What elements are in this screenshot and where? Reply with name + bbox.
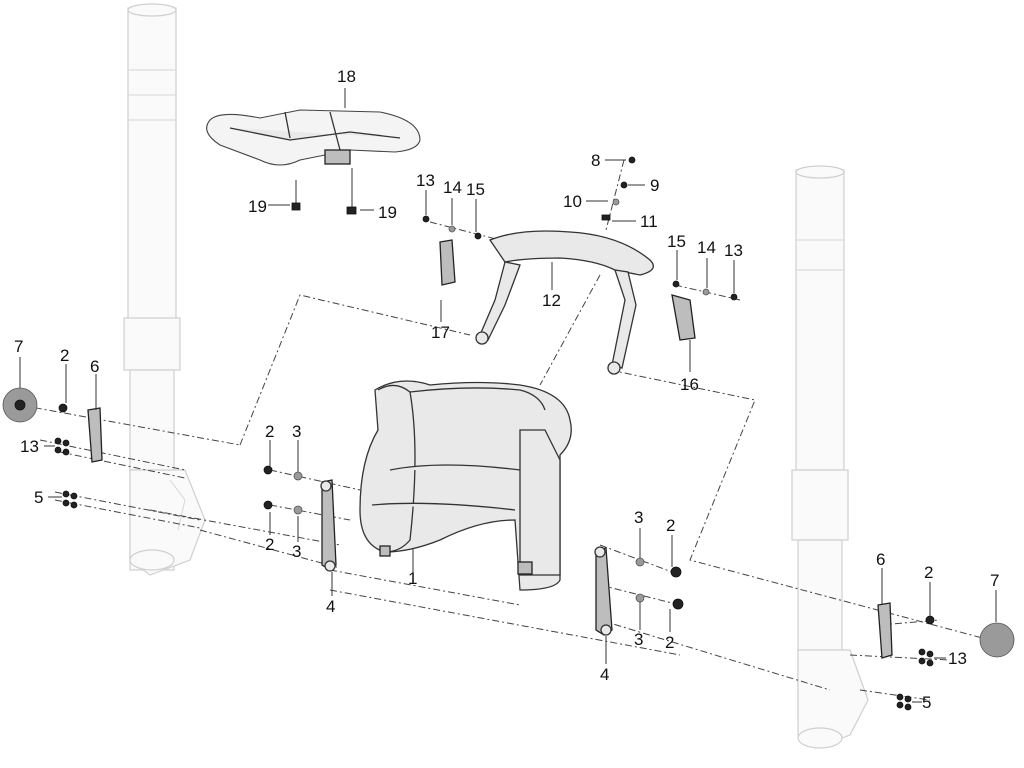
callout-5-right: 5 (922, 693, 931, 712)
callout-6-right: 6 (876, 550, 885, 569)
callout-14-upper-left: 14 (443, 178, 462, 197)
callout-8: 8 (591, 151, 600, 170)
callout-4-left: 4 (326, 597, 335, 616)
callout-17: 17 (431, 323, 450, 342)
callout-4-right: 4 (600, 665, 609, 684)
callout-13-upper-left: 13 (416, 171, 435, 190)
callout-leaders (19, 159, 997, 703)
callout-1: 1 (408, 569, 417, 588)
callout-3-right-upper: 3 (634, 508, 643, 527)
left-fork-leg (123, 3, 206, 576)
callout-15-upper-left: 15 (466, 180, 485, 199)
part-18-carrier (206, 88, 421, 215)
callout-labels: 18 19 19 8 9 10 11 13 14 15 15 14 13 12 … (14, 67, 999, 712)
callout-3-mid-upper: 3 (292, 422, 301, 441)
callout-10: 10 (563, 192, 582, 211)
callout-13-upper-right: 13 (724, 241, 743, 260)
callout-7-right: 7 (990, 571, 999, 590)
callout-19-left: 19 (248, 197, 267, 216)
callout-13-right: 13 (948, 649, 967, 668)
callout-5-left: 5 (34, 488, 43, 507)
callout-9: 9 (650, 176, 659, 195)
callout-2-mid-upper: 2 (265, 422, 274, 441)
callout-2-left: 2 (60, 346, 69, 365)
hardware (2, 387, 1015, 711)
callout-16: 16 (680, 375, 699, 394)
callout-14-upper-right: 14 (697, 238, 716, 257)
part-1-front-fender (359, 380, 572, 591)
callout-3-right-lower: 3 (634, 630, 643, 649)
callout-13-left: 13 (20, 437, 39, 456)
callout-2-mid-lower: 2 (265, 535, 274, 554)
callout-6-left: 6 (90, 357, 99, 376)
callout-2-right-upper: 2 (666, 516, 675, 535)
callout-3-mid-lower: 3 (292, 542, 301, 561)
callout-2-right-lower: 2 (665, 633, 674, 652)
callout-11: 11 (640, 212, 658, 231)
callout-12: 12 (542, 291, 561, 310)
callout-19-right: 19 (378, 203, 397, 222)
part-12-bracket (422, 156, 738, 375)
callout-7-left: 7 (14, 337, 23, 356)
callout-2-right: 2 (924, 563, 933, 582)
right-fork-leg (791, 165, 869, 749)
part-4-stays (320, 479, 613, 636)
callout-15-upper-right: 15 (667, 232, 686, 251)
callout-18: 18 (337, 67, 356, 86)
